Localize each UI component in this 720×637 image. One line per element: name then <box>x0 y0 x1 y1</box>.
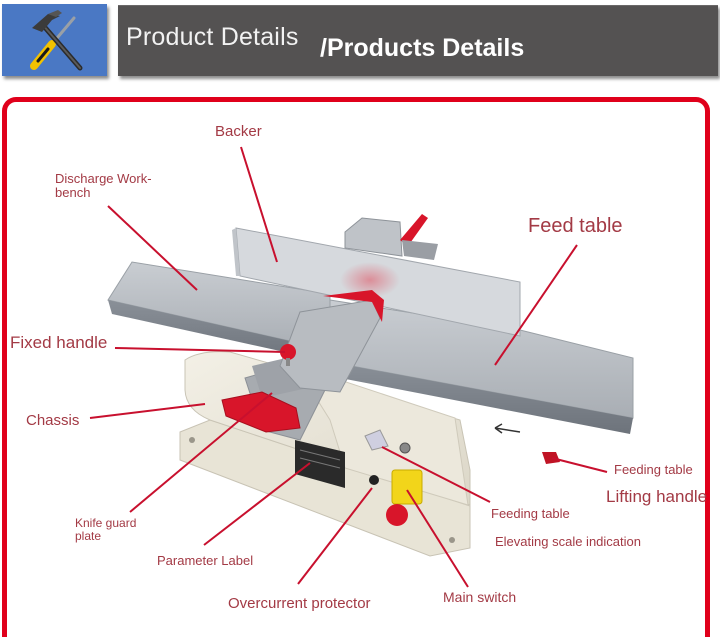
page-subtitle: /Products Details <box>320 34 525 62</box>
label-elevating-scale: Elevating scale indication <box>495 534 641 549</box>
label-feed-table: Feed table <box>528 215 623 237</box>
label-feeding-table-scale: Feeding table <box>491 506 570 521</box>
diagram-frame <box>2 97 710 637</box>
label-chassis: Chassis <box>26 412 80 429</box>
label-knife-guard-line2: plate <box>75 529 102 543</box>
header-icon-box <box>2 4 107 76</box>
label-fixed-handle: Fixed handle <box>10 333 108 352</box>
label-overcurrent-protector: Overcurrent protector <box>228 595 371 612</box>
label-discharge-workbench-line1: Discharge Work- <box>55 171 152 186</box>
label-backer: Backer <box>215 123 262 140</box>
label-knife-guard-line1: Knife guard <box>75 516 137 530</box>
page-title: Product Details <box>126 23 299 51</box>
hammer-screwdriver-icon <box>30 10 83 71</box>
label-feeding-table-lift: Feeding table <box>614 462 693 477</box>
label-discharge-workbench-line2: bench <box>55 185 91 200</box>
label-parameter-label: Parameter Label <box>157 553 254 568</box>
leader-lines <box>89 146 608 588</box>
jointer-planer-illustration <box>89 146 634 588</box>
label-lifting-handle: Lifting handle <box>606 487 708 506</box>
label-main-switch: Main switch <box>443 589 517 605</box>
header-bar: Product Details /Products Details <box>118 5 718 76</box>
